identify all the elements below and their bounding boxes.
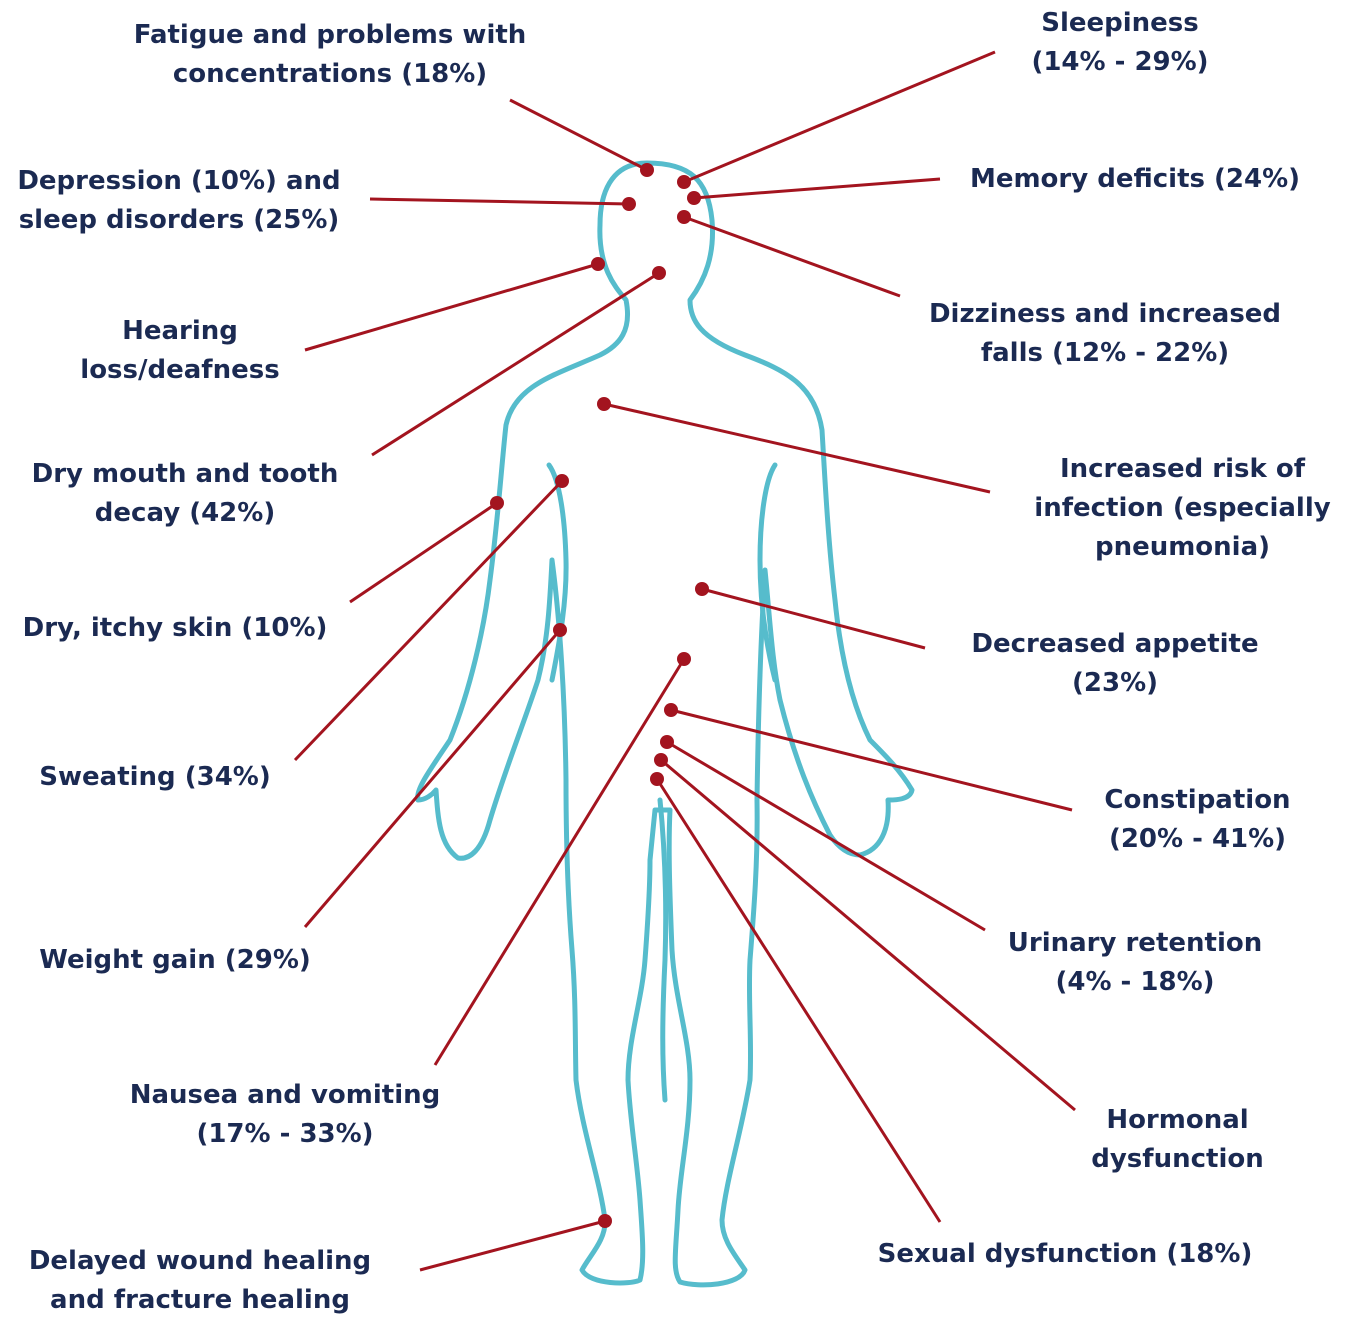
marker-dot-sleepiness [677, 175, 691, 189]
body-outline [418, 163, 912, 1285]
marker-dot-infection [597, 397, 611, 411]
leader-line-depression [370, 199, 629, 204]
leader-line-dry-mouth [372, 273, 659, 455]
label-dry-skin: Dry, itchy skin (10%) [10, 609, 340, 648]
label-constipation: Constipation(20% - 41%) [1085, 781, 1310, 859]
leader-line-infection [604, 404, 990, 492]
label-nausea: Nausea and vomiting(17% - 33%) [110, 1076, 460, 1154]
marker-dot-dry-skin [490, 496, 504, 510]
marker-dot-dry-mouth [652, 266, 666, 280]
leader-line-sleepiness [684, 52, 995, 182]
label-sweating: Sweating (34%) [30, 758, 280, 797]
inner-leg-gap [660, 800, 666, 1100]
marker-dot-sexual [650, 772, 664, 786]
marker-dot-dizziness [677, 210, 691, 224]
marker-dot-urinary [660, 735, 674, 749]
leader-line-wound [420, 1221, 605, 1270]
leader-line-sexual [657, 779, 940, 1222]
label-urinary: Urinary retention(4% - 18%) [995, 924, 1275, 1002]
marker-dot-hormonal [654, 753, 668, 767]
marker-dot-sweating [555, 474, 569, 488]
label-weight: Weight gain (29%) [25, 941, 325, 980]
marker-dot-appetite [695, 582, 709, 596]
label-sexual: Sexual dysfunction (18%) [860, 1235, 1270, 1274]
leader-line-dry-skin [350, 503, 497, 602]
marker-dot-memory [687, 191, 701, 205]
leader-line-fatigue [510, 100, 647, 170]
leader-dots [490, 163, 709, 1228]
marker-dot-nausea [677, 652, 691, 666]
marker-dot-depression [622, 197, 636, 211]
leader-line-appetite [702, 589, 925, 648]
leader-line-constipation [671, 710, 1072, 810]
body-silhouette [418, 163, 912, 1285]
marker-dot-wound [598, 1214, 612, 1228]
leader-line-weight [305, 630, 560, 927]
marker-dot-fatigue [640, 163, 654, 177]
label-appetite: Decreased appetite(23%) [950, 625, 1280, 703]
leader-line-nausea [435, 659, 684, 1065]
label-memory: Memory deficits (24%) [955, 160, 1315, 199]
leader-line-urinary [667, 742, 985, 930]
leader-line-dizziness [684, 217, 900, 296]
leader-line-hearing [305, 264, 598, 350]
marker-dot-weight [553, 623, 567, 637]
label-sleepiness: Sleepiness(14% - 29%) [1000, 4, 1240, 82]
marker-dot-hearing [591, 257, 605, 271]
leader-line-memory [694, 179, 940, 198]
marker-dot-constipation [664, 703, 678, 717]
